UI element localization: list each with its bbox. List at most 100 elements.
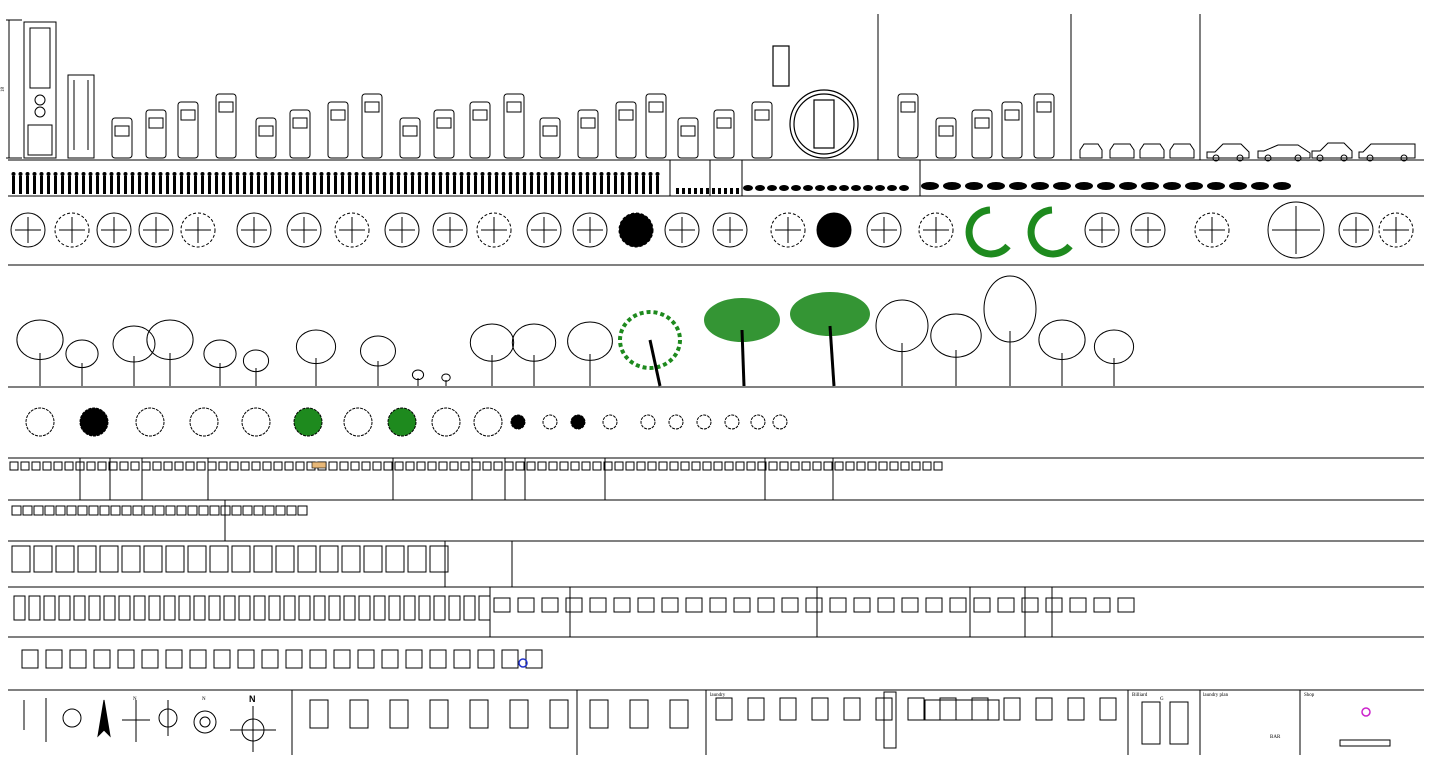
car-windshield (364, 101, 380, 113)
laundry-label: laundry (710, 693, 726, 698)
person-figure (355, 176, 358, 194)
fixture-block (911, 461, 921, 471)
person-figure (376, 176, 379, 194)
animal-small (863, 185, 873, 191)
animal-small (851, 185, 861, 191)
car-top (539, 117, 561, 159)
row-dividers (8, 14, 1424, 755)
vehicles-row (6, 19, 95, 159)
fixture-block (9, 461, 19, 471)
fixture-block (747, 697, 765, 721)
shrub-symbol (473, 407, 503, 437)
fixture-block (559, 461, 569, 471)
person-figure (327, 176, 330, 194)
person-figure (432, 176, 435, 194)
fixture-block (284, 461, 294, 471)
tree-plan (572, 212, 608, 248)
animal-figure (921, 182, 939, 190)
person-head (221, 172, 226, 176)
fixture-block (637, 597, 655, 613)
person-figure (369, 176, 372, 194)
car-windshield (258, 125, 274, 137)
animal-small (875, 185, 885, 191)
person-head (382, 172, 387, 176)
person-head (319, 172, 324, 176)
person-figure (341, 176, 344, 194)
fixture-block (843, 697, 861, 721)
fixture-block (405, 649, 423, 669)
person-head (81, 172, 86, 176)
person-head (606, 172, 611, 176)
fixture-block (1117, 597, 1135, 613)
person-head (543, 172, 548, 176)
car-top (713, 109, 735, 159)
shrub-symbol (724, 414, 740, 430)
person-head (214, 172, 219, 176)
person-head (312, 172, 317, 176)
fixture-block (779, 461, 789, 471)
person-figure (404, 176, 407, 194)
roundabout (772, 45, 859, 159)
fixture-block (1093, 597, 1111, 613)
person-head (452, 172, 457, 176)
people-elevation-row (11, 172, 1291, 194)
car-top (1001, 101, 1023, 159)
car-windshield (1004, 109, 1020, 121)
fixture-block (1067, 697, 1085, 721)
person-head (424, 172, 429, 176)
fixture-block (349, 699, 369, 729)
fixture-block (603, 461, 613, 471)
fixture-block (482, 461, 492, 471)
fixture-block (309, 699, 329, 729)
fixture-block (132, 505, 143, 516)
fixture-block (805, 597, 823, 613)
fixture-block (333, 649, 351, 669)
cars-side-view (1079, 142, 1416, 162)
small-figure (694, 188, 697, 194)
fixture-block (823, 461, 833, 471)
fixture-block (394, 461, 404, 471)
person-head (361, 172, 366, 176)
fixture-block (685, 597, 703, 613)
person-figure (586, 176, 589, 194)
fixture-block (88, 505, 99, 516)
car-windshield (900, 101, 916, 113)
person-figure (383, 176, 386, 194)
tree-crown (511, 323, 557, 362)
person-head (396, 172, 401, 176)
car-top (177, 101, 199, 159)
person-head (46, 172, 51, 176)
person-figure (334, 176, 337, 194)
person-figure (656, 176, 659, 194)
fixture-block (509, 699, 529, 729)
fixture-block (625, 461, 635, 471)
person-head (18, 172, 23, 176)
tree-crown (295, 329, 337, 365)
person-head (242, 172, 247, 176)
fixture-block (733, 597, 751, 613)
person-figure (222, 176, 225, 194)
person-figure (96, 176, 99, 194)
car-windshield (218, 101, 234, 113)
tree-plan (866, 212, 902, 248)
tree-plan (1194, 212, 1230, 248)
animal-figure (1229, 182, 1247, 190)
shrub-symbol (79, 407, 109, 437)
tree-crown (983, 275, 1037, 343)
person-figure (572, 176, 575, 194)
person-figure (502, 176, 505, 194)
tree-crown (411, 369, 425, 381)
fixture-block (448, 595, 461, 621)
animal-figure (1251, 182, 1269, 190)
person-head (347, 172, 352, 176)
fixture-block (187, 505, 198, 516)
fixture-block (735, 461, 745, 471)
person-figure (194, 176, 197, 194)
fixture-block (13, 595, 26, 621)
small-figure (736, 188, 739, 194)
fixture-block (581, 461, 591, 471)
person-figure (103, 176, 106, 194)
fixture-block (117, 649, 135, 669)
person-head (515, 172, 520, 176)
fixture-block (209, 505, 220, 516)
